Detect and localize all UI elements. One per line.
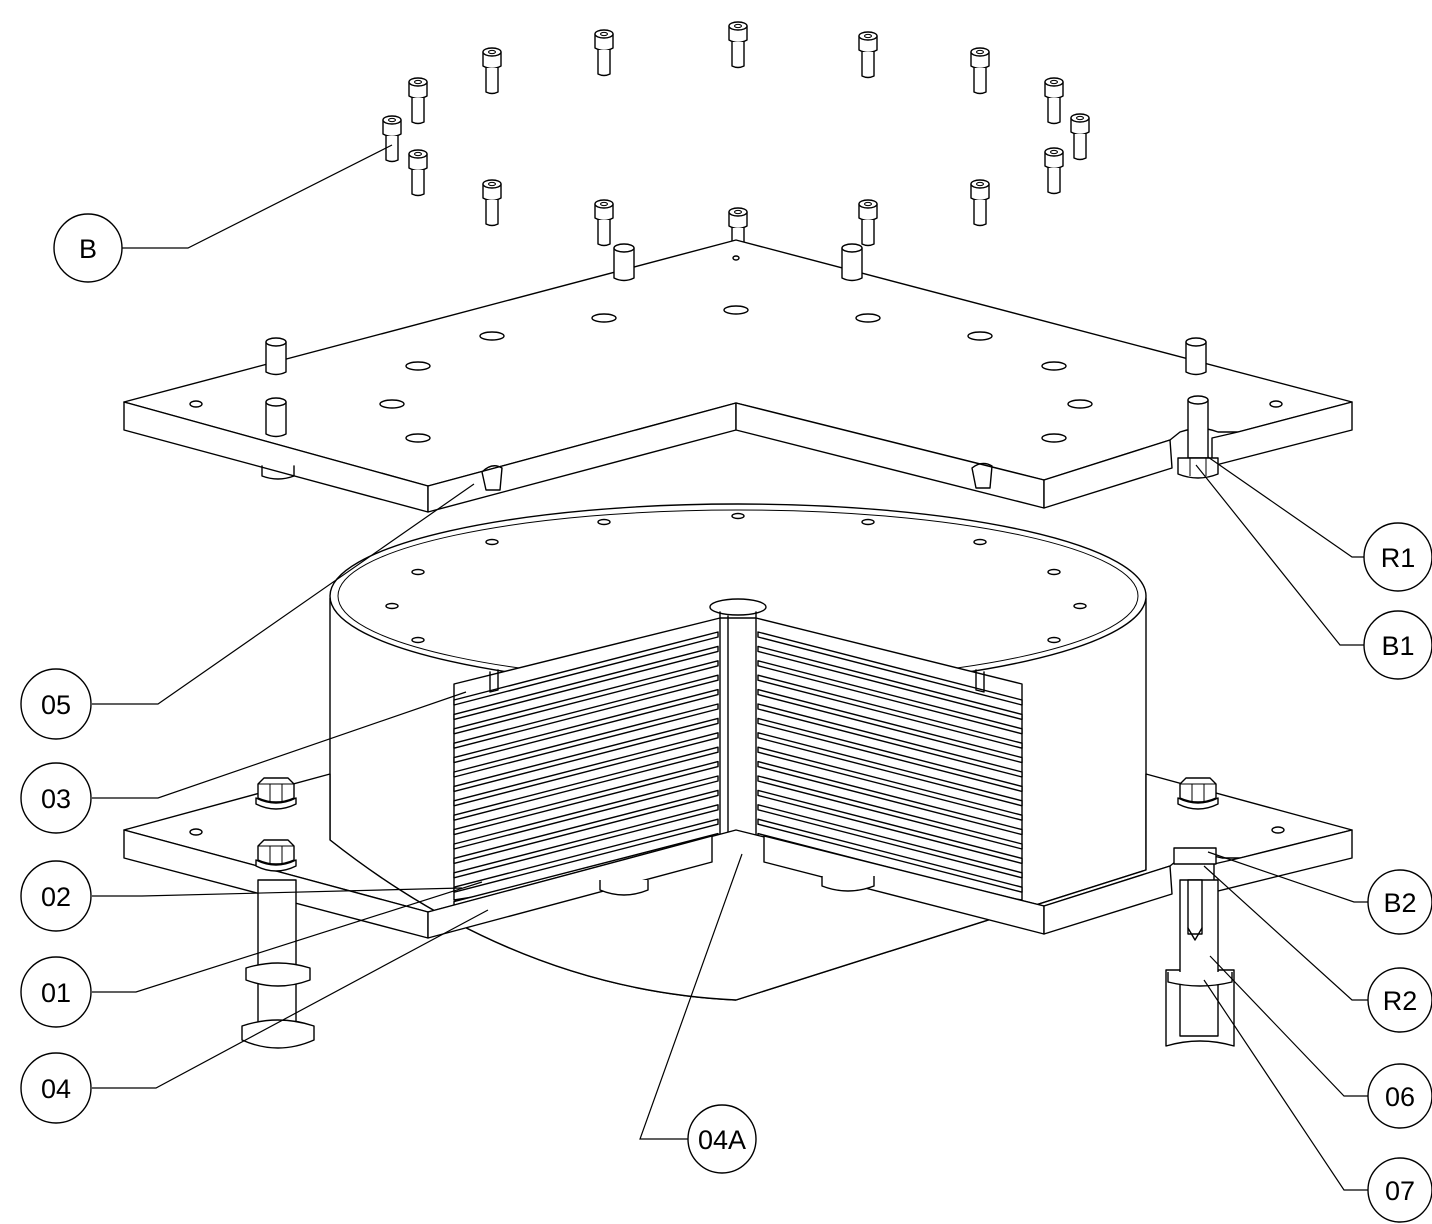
cap-screw bbox=[408, 77, 428, 125]
callout-label-b2: B2 bbox=[1383, 888, 1416, 918]
cap-screw bbox=[1044, 77, 1064, 125]
callout-label-r2: R2 bbox=[1383, 986, 1418, 1016]
cap-screw bbox=[1070, 113, 1090, 161]
plate-hole bbox=[967, 331, 993, 341]
callout-bubble-03: 03 bbox=[20, 762, 92, 834]
callout-bubble-04a: 04A bbox=[687, 1104, 757, 1174]
plate-hole bbox=[379, 399, 405, 409]
upper-flange-plate bbox=[123, 239, 1353, 513]
lower-left-anchor-bolt bbox=[241, 879, 315, 1049]
callout-label-01: 01 bbox=[41, 978, 71, 1008]
callout-label-04: 04 bbox=[41, 1074, 71, 1104]
callout-bubble-04: 04 bbox=[20, 1052, 92, 1124]
callout-label-07: 07 bbox=[1385, 1176, 1415, 1206]
dowel-pin bbox=[613, 243, 635, 282]
cap-screw bbox=[970, 47, 990, 95]
disk-hole bbox=[485, 538, 499, 546]
callout-bubble-07: 07 bbox=[1367, 1157, 1432, 1223]
lower-plate-hex-nuts bbox=[255, 777, 1219, 872]
dowel-pin bbox=[841, 243, 863, 282]
disk-hole bbox=[731, 512, 745, 520]
cap-screw bbox=[482, 179, 502, 227]
disk-hole bbox=[1047, 568, 1061, 576]
leader-lines bbox=[92, 144, 1368, 1191]
plate-hole bbox=[855, 313, 881, 323]
lower-right-anchor-sleeve-section bbox=[1165, 847, 1235, 1047]
callout-label-05: 05 bbox=[41, 690, 71, 720]
callout-bubble-02: 02 bbox=[20, 860, 92, 932]
disk-hole bbox=[385, 602, 399, 610]
cap-screw bbox=[594, 199, 614, 247]
plate-hole bbox=[405, 433, 431, 443]
callout-bubble-06: 06 bbox=[1367, 1063, 1432, 1129]
callout-label-02: 02 bbox=[41, 882, 71, 912]
disk-hole bbox=[597, 518, 611, 526]
dowel-pin bbox=[265, 337, 287, 376]
disk-hole bbox=[1073, 602, 1087, 610]
dowel-pin bbox=[265, 397, 287, 438]
upper-plate-dowel-pins bbox=[265, 243, 1207, 438]
callout-bubble-r1: R1 bbox=[1363, 522, 1432, 592]
callout-bubble-b1: B1 bbox=[1363, 610, 1432, 680]
plate-hole bbox=[1067, 399, 1093, 409]
callout-label-04a: 04A bbox=[698, 1125, 746, 1155]
callout-bubble-b: B bbox=[53, 213, 123, 283]
plate-hole bbox=[732, 255, 740, 261]
hex-nut bbox=[1177, 777, 1219, 810]
callout-label-b: B bbox=[79, 234, 97, 264]
cap-screw bbox=[858, 199, 878, 247]
cap-screw bbox=[728, 21, 748, 69]
cap-screw bbox=[408, 149, 428, 197]
cap-screw bbox=[382, 115, 402, 163]
plate-hole bbox=[405, 361, 431, 371]
cap-screw bbox=[858, 31, 878, 79]
plate-hole bbox=[189, 400, 203, 408]
callout-label-b1: B1 bbox=[1381, 631, 1414, 661]
callout-label-r1: R1 bbox=[1381, 543, 1416, 573]
plate-hole bbox=[1041, 361, 1067, 371]
cap-screw bbox=[1044, 147, 1064, 195]
plate-hole bbox=[1041, 433, 1067, 443]
disk-hole bbox=[973, 538, 987, 546]
plate-hole bbox=[723, 305, 749, 315]
callout-bubble-b2: B2 bbox=[1367, 869, 1432, 935]
callout-label-06: 06 bbox=[1385, 1082, 1415, 1112]
disk-hole bbox=[1047, 636, 1061, 644]
dowel-pin bbox=[1185, 337, 1207, 376]
cap-screw bbox=[482, 47, 502, 95]
callout-bubble-r2: R2 bbox=[1367, 967, 1432, 1033]
plate-hole bbox=[1269, 400, 1283, 408]
disk-hole bbox=[411, 568, 425, 576]
callout-bubble-01: 01 bbox=[20, 956, 92, 1028]
plate-hole bbox=[479, 331, 505, 341]
plate-hole bbox=[591, 313, 617, 323]
top-disk-holes bbox=[385, 512, 1087, 644]
cap-screw bbox=[970, 179, 990, 227]
hex-nut bbox=[255, 839, 297, 872]
hex-nut bbox=[255, 777, 297, 810]
callout-bubble-05: 05 bbox=[20, 668, 92, 740]
disk-hole bbox=[861, 518, 875, 526]
disk-hole bbox=[411, 636, 425, 644]
callout-label-03: 03 bbox=[41, 784, 71, 814]
upper-plate-holes bbox=[189, 255, 1283, 443]
cap-screw bbox=[594, 29, 614, 77]
top-cap-screw-ring bbox=[382, 21, 1090, 255]
